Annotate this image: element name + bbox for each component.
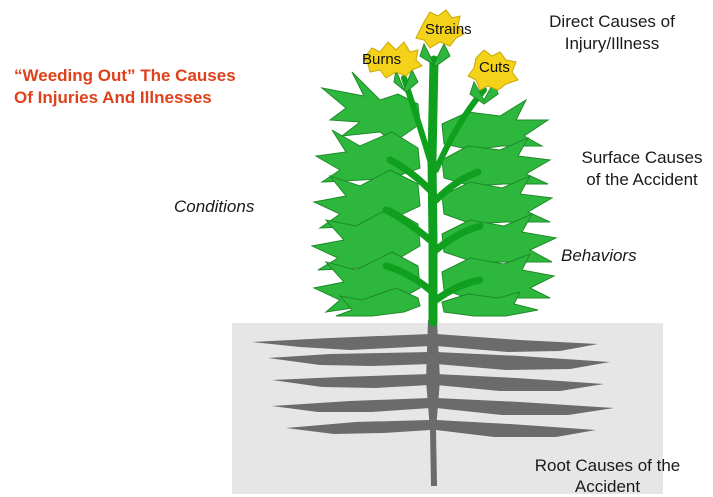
label-root-causes: Root Causes of the Accident xyxy=(515,455,700,497)
label-behaviors: Behaviors xyxy=(561,245,637,267)
diagram-title-line2: Of Injuries And Illnesses xyxy=(14,87,236,109)
flower-label-strains: Strains xyxy=(425,21,472,38)
label-direct-causes-line1: Direct Causes of xyxy=(538,11,686,33)
sepals-strains xyxy=(420,44,450,66)
label-surface-causes: Surface Causes of the Accident xyxy=(567,147,713,191)
label-surface-causes-line2: of the Accident xyxy=(567,169,713,191)
flower-cuts: Cuts xyxy=(468,50,518,104)
flower-strains: Strains xyxy=(416,10,472,66)
label-direct-causes: Direct Causes of Injury/Illness xyxy=(538,11,686,55)
leaf-left-2 xyxy=(316,130,420,182)
diagram-title: “Weeding Out” The Causes Of Injuries And… xyxy=(14,65,236,109)
label-root-causes-line1: Root Causes of the xyxy=(515,455,700,476)
label-surface-causes-line1: Surface Causes xyxy=(567,147,713,169)
leaves-left xyxy=(312,72,420,316)
diagram-title-line1: “Weeding Out” The Causes xyxy=(14,65,236,87)
flower-label-burns: Burns xyxy=(362,51,401,68)
flower-burns: Burns xyxy=(362,42,422,92)
label-conditions: Conditions xyxy=(174,196,254,218)
label-direct-causes-line2: Injury/Illness xyxy=(538,33,686,55)
flower-label-cuts: Cuts xyxy=(479,59,510,76)
